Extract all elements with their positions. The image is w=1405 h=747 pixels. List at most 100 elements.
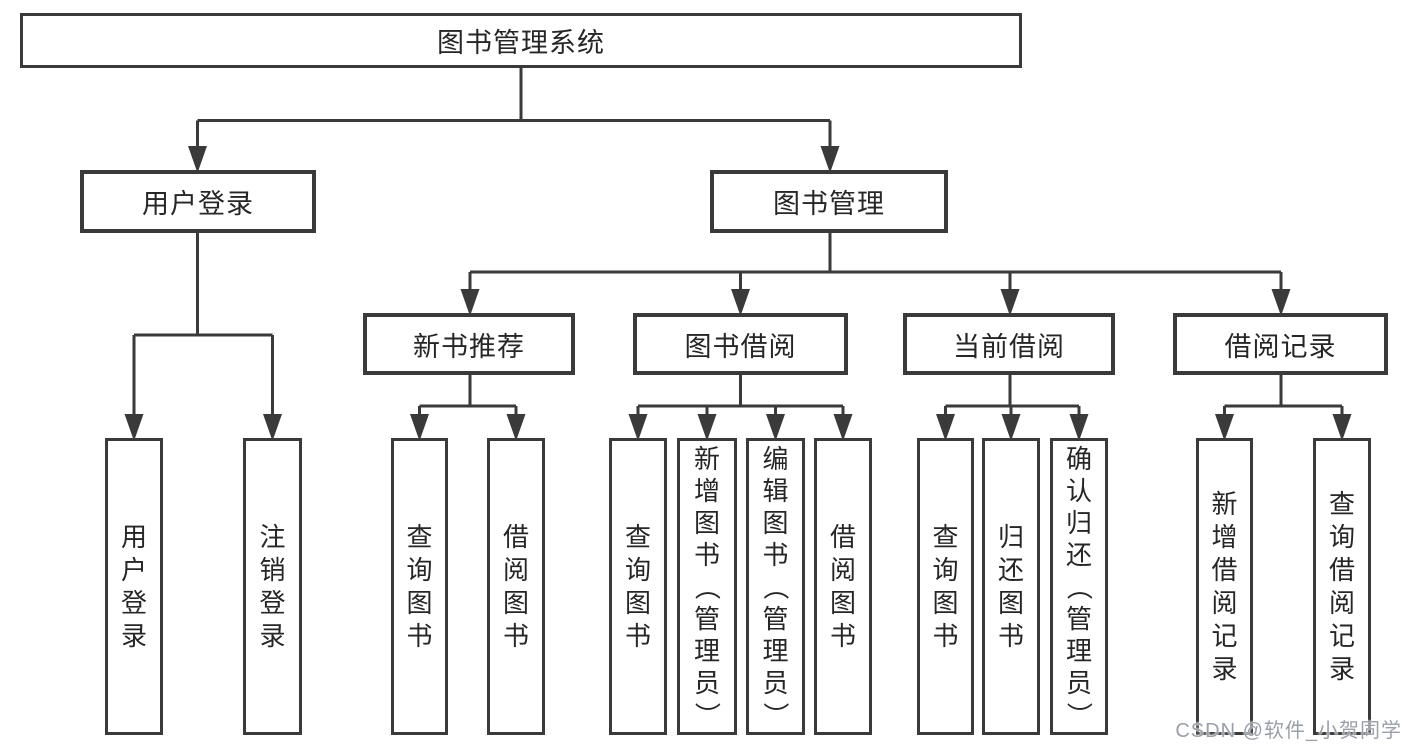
arrowhead-down-icon — [1000, 289, 1020, 316]
vertical-char: （ — [1064, 573, 1094, 600]
vertical-char: 登 — [259, 587, 286, 618]
vertical-char: 管 — [1065, 603, 1092, 634]
arrowhead-down-icon — [820, 146, 840, 173]
vertical-char: 书 — [829, 620, 856, 651]
node-vertical-label: 查询图书 — [920, 441, 971, 732]
node-vertical-label: 借阅图书 — [817, 441, 869, 732]
vertical-char: 销 — [259, 554, 286, 585]
node-leaf-user-login: 用户登录 — [105, 438, 163, 735]
vertical-char: 图 — [997, 587, 1024, 618]
watermark-text: CSDN @软件_小贺同学 — [1175, 720, 1402, 742]
vertical-char: 询 — [1328, 521, 1355, 552]
vertical-char: 查 — [932, 521, 959, 552]
node-label: 当前借阅 — [953, 331, 1065, 362]
node-vertical-label: 编辑图书（管理员） — [749, 441, 802, 732]
vertical-char: 录 — [259, 620, 286, 651]
node-leaf-add-borrow-record: 新增借阅记录 — [1196, 438, 1253, 735]
arrowhead-down-icon — [188, 146, 207, 173]
node-vertical-label: 查询图书 — [394, 441, 445, 732]
node-vertical-label: 借阅图书 — [490, 441, 542, 732]
arrowhead-down-icon — [1069, 414, 1089, 441]
node-new-book-recommendation: 新书推荐 — [363, 313, 575, 375]
vertical-char: 查 — [406, 521, 433, 552]
vertical-char: 查 — [624, 521, 651, 552]
vertical-char: 书 — [932, 620, 959, 651]
arrowhead-down-icon — [1001, 414, 1021, 441]
vertical-char: 编 — [762, 443, 789, 474]
arrowhead-down-icon — [731, 289, 750, 316]
vertical-char: 借 — [829, 521, 856, 552]
vertical-char: 管 — [762, 603, 789, 634]
vertical-char: 理 — [1065, 635, 1092, 666]
vertical-char: （ — [760, 573, 791, 600]
vertical-char: 阅 — [1211, 587, 1238, 618]
vertical-char: 询 — [932, 554, 959, 585]
vertical-char: 借 — [1211, 554, 1238, 585]
node-vertical-label: 查询图书 — [612, 441, 664, 732]
node-user-login: 用户登录 — [80, 170, 316, 233]
vertical-char: 记 — [1211, 620, 1238, 651]
vertical-char: 查 — [1328, 488, 1355, 519]
arrowhead-down-icon — [697, 414, 717, 441]
vertical-char: 借 — [502, 521, 529, 552]
vertical-char: 借 — [1328, 554, 1355, 585]
vertical-char: ） — [760, 701, 791, 728]
node-vertical-label: 查询借阅记录 — [1316, 441, 1368, 732]
node-vertical-label: 用户登录 — [108, 441, 160, 732]
arrowhead-down-icon — [410, 414, 429, 441]
node-label: 图书管理系统 — [437, 28, 605, 58]
node-leaf-query-books-current: 查询图书 — [917, 438, 974, 735]
node-leaf-borrow-books-recommend: 借阅图书 — [487, 438, 545, 735]
vertical-char: 管 — [693, 603, 720, 634]
vertical-char: 询 — [624, 554, 651, 585]
vertical-char: 归 — [997, 521, 1024, 552]
node-leaf-logout: 注销登录 — [243, 438, 302, 735]
vertical-char: 录 — [1328, 653, 1355, 684]
node-leaf-return-books: 归还图书 — [982, 438, 1040, 735]
vertical-char: 确 — [1065, 443, 1092, 474]
vertical-char: 增 — [693, 475, 720, 506]
node-leaf-query-books-borrow: 查询图书 — [609, 438, 667, 735]
vertical-char: 阅 — [502, 554, 529, 585]
arrowhead-down-icon — [936, 414, 955, 441]
arrowhead-down-icon — [506, 414, 526, 441]
vertical-char: 还 — [1065, 539, 1092, 570]
vertical-char: 认 — [1065, 475, 1092, 506]
vertical-char: 图 — [932, 587, 959, 618]
vertical-char: 图 — [624, 587, 651, 618]
vertical-char: （ — [692, 573, 722, 600]
vertical-char: 书 — [502, 620, 529, 651]
node-leaf-add-books-admin: 新增图书（管理员） — [677, 438, 737, 735]
node-root: 图书管理系统 — [20, 13, 1022, 68]
node-vertical-label: 新增借阅记录 — [1199, 441, 1250, 732]
node-leaf-borrow-books: 借阅图书 — [814, 438, 872, 735]
node-label: 用户登录 — [142, 189, 254, 219]
node-label: 图书借阅 — [684, 331, 797, 362]
vertical-char: 图 — [693, 507, 720, 538]
node-leaf-query-books-recommend: 查询图书 — [391, 438, 448, 735]
vertical-char: 理 — [762, 635, 789, 666]
node-vertical-label: 归还图书 — [985, 441, 1037, 732]
arrowhead-down-icon — [124, 414, 144, 441]
node-book-borrowing: 图书借阅 — [633, 313, 848, 375]
vertical-char: 书 — [624, 620, 651, 651]
node-book-management: 图书管理 — [710, 170, 948, 233]
node-vertical-label: 确认归还（管理员） — [1053, 441, 1105, 732]
vertical-char: 图 — [502, 587, 529, 618]
vertical-char: ） — [692, 701, 722, 728]
vertical-char: 新 — [693, 443, 720, 474]
vertical-char: 还 — [997, 554, 1024, 585]
vertical-char: 询 — [406, 554, 433, 585]
arrowhead-down-icon — [833, 414, 853, 441]
vertical-char: 登 — [120, 587, 147, 618]
arrowhead-down-icon — [263, 414, 282, 441]
vertical-char: 图 — [762, 507, 789, 538]
vertical-char: 书 — [997, 620, 1024, 651]
node-label: 新书推荐 — [413, 331, 525, 362]
vertical-char: 户 — [120, 554, 147, 585]
vertical-char: 用 — [120, 521, 147, 552]
arrowhead-down-icon — [1332, 414, 1352, 441]
vertical-char: ） — [1064, 701, 1094, 728]
